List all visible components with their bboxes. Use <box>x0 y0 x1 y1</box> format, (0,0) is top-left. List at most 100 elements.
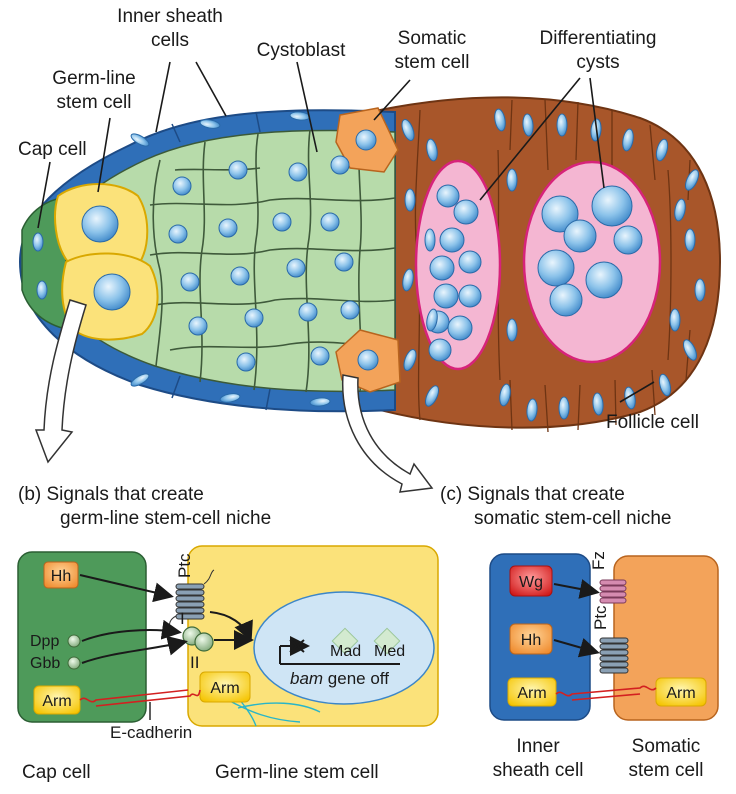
follicle-nucleus <box>592 392 604 416</box>
e-cadherin-b <box>79 689 201 707</box>
gbb-label: Gbb <box>30 655 60 672</box>
cystoblast-nucleus <box>340 300 360 320</box>
label-cystoblast: Cystoblast <box>257 40 346 61</box>
germarium <box>18 96 722 433</box>
cystoblast-nucleus <box>334 252 354 272</box>
hh-label-c: Hh <box>521 632 541 649</box>
follicle-cell-outlines <box>414 99 691 433</box>
sheath-dividers <box>171 111 271 411</box>
follicle-nucleus <box>494 108 506 132</box>
e-cadherin-label: E-cadherin <box>110 723 192 742</box>
label-inner-sheath-1: Inner sheath <box>117 6 223 27</box>
cystoblast-nucleus <box>286 258 306 278</box>
hh-label-b: Hh <box>51 568 71 585</box>
germline-nucleus-upper <box>81 205 119 243</box>
sheath-nucleus <box>130 133 150 147</box>
arm-label-c-left: Arm <box>517 685 546 702</box>
label-germ-line-2: stem cell <box>57 92 132 113</box>
dpp-ligand <box>67 634 81 648</box>
hh-box-b <box>43 561 79 589</box>
follicle-nucleus <box>685 169 699 191</box>
hollow-arrow-to-c <box>341 374 434 493</box>
cystoblast-nucleus <box>288 162 308 182</box>
follicle-nucleus <box>694 278 706 302</box>
follicle-nucleus <box>655 138 669 162</box>
ptc-label-b: Ptc <box>175 553 194 578</box>
sheath-nucleus <box>130 373 150 387</box>
inner-sheath-caption-2: sheath cell <box>493 760 584 781</box>
panel-b-title-1: (b) Signals that create <box>18 484 204 505</box>
ptc-label-c: Ptc <box>591 605 610 630</box>
panel-b-title-2: germ-line stem-cell niche <box>60 508 271 529</box>
cap-caption: Cap cell <box>22 762 91 783</box>
cystoblast-nucleus <box>236 352 256 372</box>
cyst-nucleus <box>549 283 583 317</box>
follicle-nucleus <box>622 128 634 152</box>
cystoblast-nucleus <box>330 155 350 175</box>
follicle-nucleus <box>526 398 538 422</box>
follicle-nucleus <box>424 228 436 252</box>
dpp-label: Dpp <box>30 633 59 650</box>
sheath-nucleus <box>199 119 221 129</box>
sheath-nucleus <box>309 397 331 407</box>
arm-box-c-right <box>655 677 707 707</box>
follicle-nucleus <box>674 198 686 222</box>
somatic-nucleus <box>355 129 377 151</box>
ptc-receptor-b <box>175 583 205 620</box>
cystoblast-nucleus <box>172 176 192 196</box>
somatic-nucleus <box>357 349 379 371</box>
follicle-nucleus <box>499 383 511 407</box>
cyst-nucleus <box>447 315 473 341</box>
follicle-nucleus <box>403 349 417 371</box>
follicle-nucleus <box>683 339 697 361</box>
cystoblast-nucleus <box>244 308 264 328</box>
arm-box-b-right <box>199 671 251 703</box>
cyst-nucleus <box>436 184 460 208</box>
cystoblast-nucleus <box>320 212 340 232</box>
signal-arrows-b <box>79 574 254 664</box>
follicle-nucleus <box>426 138 438 162</box>
cyst-nucleus <box>458 250 482 274</box>
arm-label-b-left: Arm <box>42 693 71 710</box>
cystoblast-nucleus <box>180 272 200 292</box>
cystoblast-nucleus <box>298 302 318 322</box>
cystoblast-nucleus <box>230 266 250 286</box>
receptor-1-label: I <box>180 609 185 628</box>
cyst-nucleus <box>541 195 579 233</box>
wg-box <box>509 565 553 597</box>
label-germ-line-1: Germ-line <box>52 68 135 89</box>
cyst-nucleus <box>563 219 597 253</box>
somatic-caption-1: Somatic <box>632 736 701 757</box>
label-differentiating-2: cysts <box>576 52 619 73</box>
label-somatic-2: stem cell <box>395 52 470 73</box>
mad-diamond <box>331 627 359 655</box>
hh-box-c <box>509 623 553 655</box>
mad-label: Mad <box>330 643 361 660</box>
follicle-nucleus <box>506 168 518 192</box>
e-cadherin-c <box>555 685 657 701</box>
follicle-nucleus <box>669 308 681 332</box>
cystoblast-nucleus <box>218 218 238 238</box>
panel-c-title-2: somatic stem-cell niche <box>474 508 671 529</box>
follicle-nucleus <box>402 268 414 292</box>
cap-cell-nucleus <box>32 232 44 252</box>
cyst-nucleus <box>458 284 482 308</box>
sheath-nucleus <box>219 393 241 403</box>
germline-nucleus-lower <box>93 273 131 311</box>
arm-box-c-left <box>507 677 557 707</box>
cap-cell-box <box>17 551 147 723</box>
panel-c-title-1: (c) Signals that create <box>440 484 625 505</box>
arm-label-b-right: Arm <box>210 680 239 697</box>
signal-arrows-c <box>553 579 600 658</box>
inner-sheath-caption-1: Inner <box>516 736 560 757</box>
cyst-nucleus <box>591 185 633 227</box>
cyst-nucleus <box>453 199 479 225</box>
follicle-nucleus <box>658 373 672 397</box>
cystoblast-nucleus <box>168 224 188 244</box>
label-somatic-1: Somatic <box>398 28 467 49</box>
bam-gene-label: bam gene off <box>290 669 389 688</box>
med-label: Med <box>374 643 405 660</box>
label-differentiating-1: Differentiating <box>540 28 657 49</box>
